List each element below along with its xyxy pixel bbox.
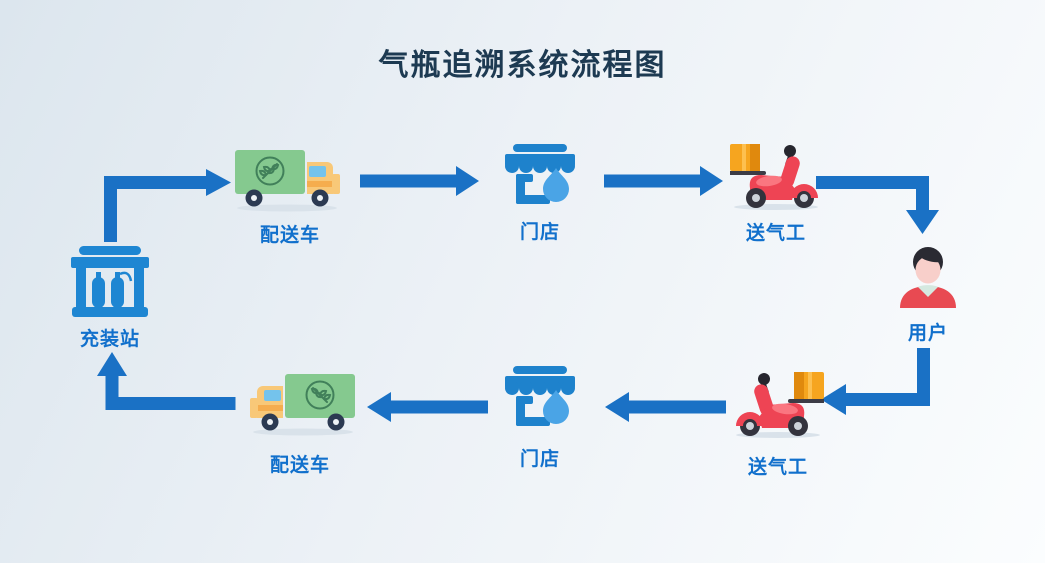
delivery-truck-icon — [235, 150, 340, 212]
arrow-store-to-truck-return-icon — [366, 392, 488, 422]
filling-station-icon — [71, 246, 149, 317]
store-icon — [505, 366, 575, 426]
node-label: 门店 — [519, 449, 560, 470]
arrow-user-to-worker-icon — [820, 348, 932, 420]
node-filling-station: 充装站 — [71, 246, 149, 351]
node-delivery-truck-return: 配送车 — [245, 374, 355, 477]
arrow-store-to-worker-icon — [604, 166, 724, 196]
arrow-station-to-truck-icon — [98, 168, 232, 244]
node-gas-worker-outbound: 送气工 — [730, 144, 822, 245]
arrow-worker-to-store-return-icon — [604, 392, 726, 422]
delivery-truck-icon — [250, 374, 355, 436]
page-title: 气瓶追溯系统流程图 — [378, 49, 667, 82]
node-label: 送气工 — [747, 457, 808, 478]
node-label: 充装站 — [79, 329, 140, 350]
node-label: 门店 — [519, 222, 560, 243]
arrow-worker-to-user-icon — [816, 168, 940, 236]
node-store-return: 门店 — [505, 366, 575, 471]
node-delivery-truck-outbound: 配送车 — [235, 150, 345, 247]
node-user: 用户 — [896, 246, 960, 345]
arrow-truck-to-station-icon — [96, 350, 238, 416]
node-store-outbound: 门店 — [505, 144, 575, 244]
gas-scooter-icon — [736, 372, 824, 438]
node-label: 送气工 — [745, 223, 806, 244]
node-label: 用户 — [907, 323, 948, 344]
user-avatar-icon — [900, 247, 956, 308]
store-icon — [505, 144, 575, 204]
node-label: 配送车 — [269, 455, 330, 476]
node-label: 配送车 — [259, 225, 320, 246]
node-gas-worker-return: 送气工 — [732, 372, 824, 479]
arrow-truck-to-store-icon — [360, 166, 480, 196]
gas-scooter-icon — [730, 144, 818, 210]
